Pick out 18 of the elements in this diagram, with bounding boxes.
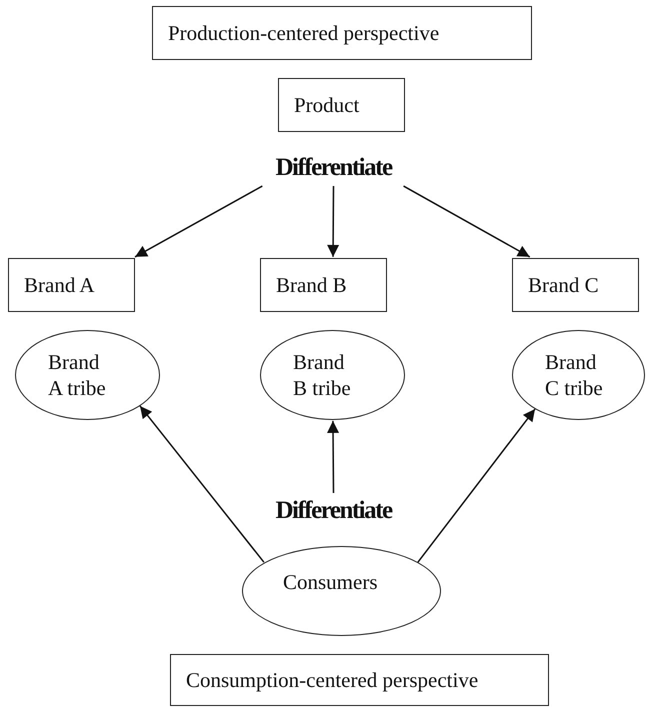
process-box: Brand B <box>260 258 387 312</box>
process-box: Brand A <box>8 258 135 312</box>
word-art-label: Differentiate <box>277 150 390 185</box>
process-box: Product <box>278 78 405 132</box>
arrow <box>327 186 340 257</box>
arrow <box>327 420 340 493</box>
process-box: Consumption-centered perspective <box>170 654 549 706</box>
arrow <box>417 408 536 563</box>
arrow <box>134 185 263 258</box>
word-art-label: Differentiate <box>277 493 390 528</box>
group-ellipse: Brand B tribe <box>260 330 405 420</box>
arrow <box>403 185 530 258</box>
arrow <box>139 406 264 563</box>
process-box: Production-centered perspective <box>152 6 532 60</box>
group-ellipse: Consumers <box>242 546 441 636</box>
group-ellipse: Brand C tribe <box>512 330 645 420</box>
group-ellipse: Brand A tribe <box>15 330 160 420</box>
process-box: Brand C <box>512 258 639 312</box>
